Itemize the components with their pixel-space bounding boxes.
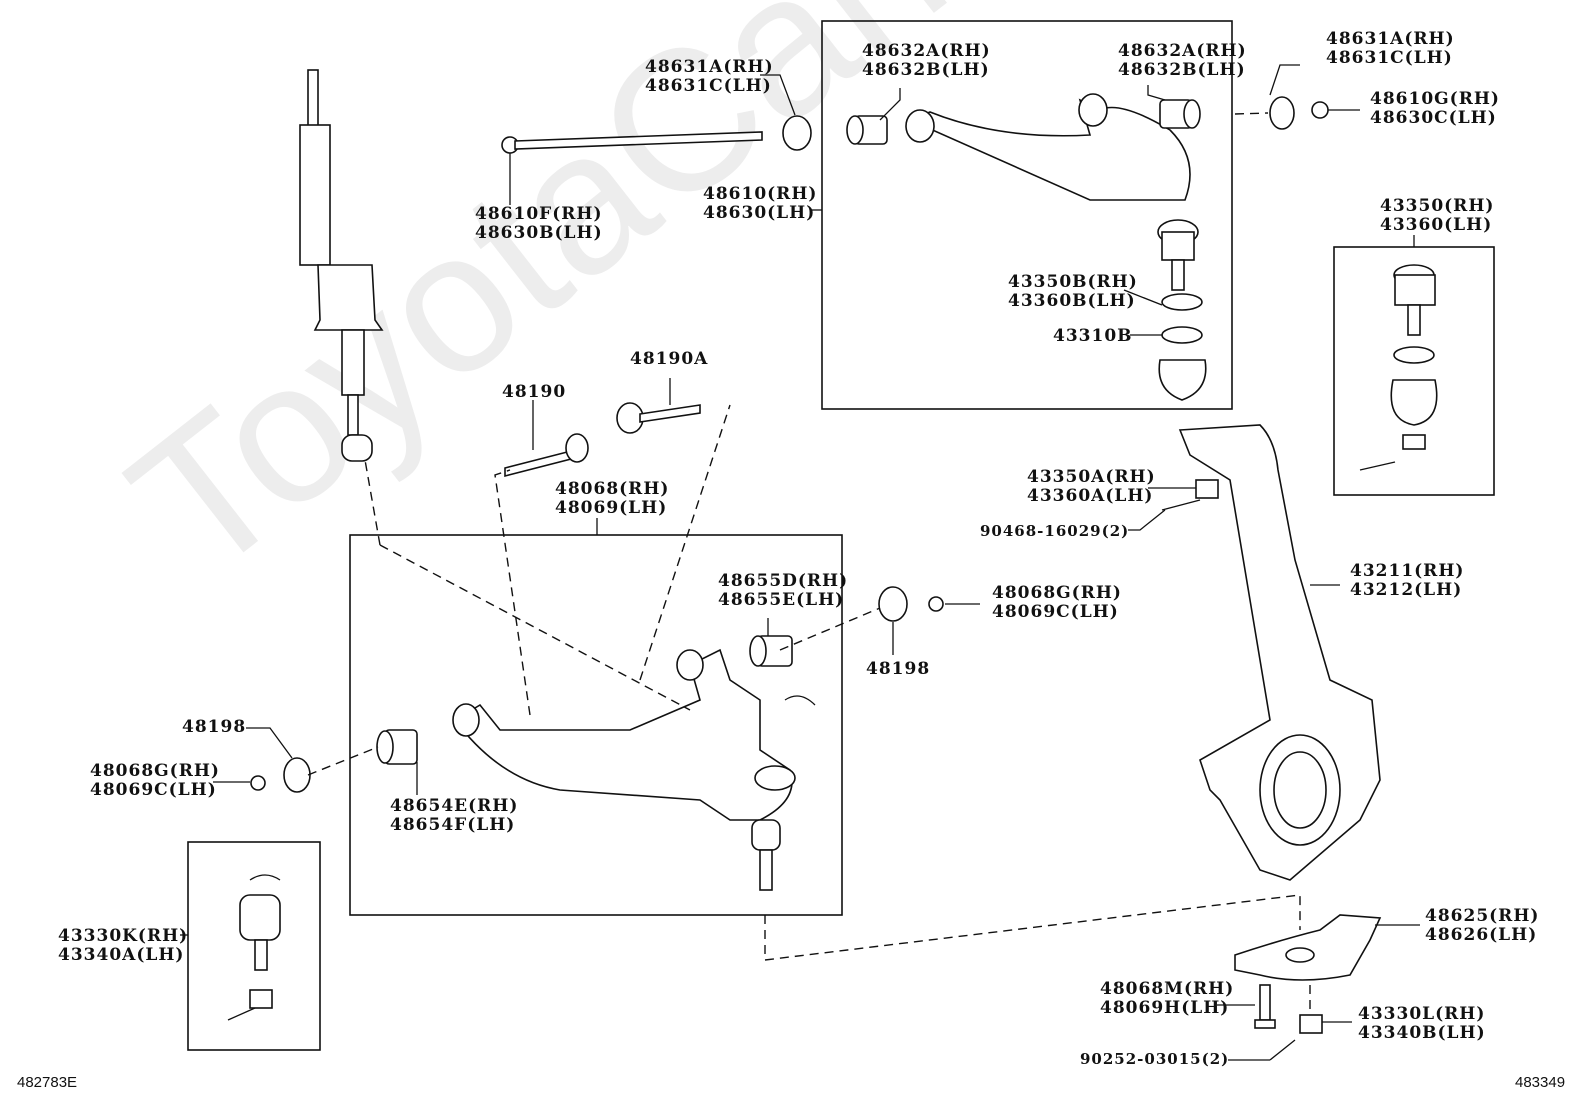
cam-plate-left	[283, 757, 311, 793]
cam-bolt	[504, 433, 589, 478]
label-48190[interactable]: 48190	[502, 382, 567, 402]
cotter-pin-upper	[1161, 499, 1201, 511]
label-48068M[interactable]: 48068M(RH)48069H(LH)	[1100, 979, 1235, 1018]
shock-absorber	[299, 69, 384, 462]
label-48068G-left[interactable]: 48068G(RH)48069C(LH)	[90, 761, 220, 800]
label-48654E[interactable]: 48654E(RH)48654F(LH)	[390, 796, 519, 835]
upper-ball-joint-kit	[1359, 264, 1438, 471]
upper-nut	[1311, 101, 1329, 119]
label-48625[interactable]: 48625(RH)48626(LH)	[1425, 906, 1540, 945]
upper-ball-joint-nut	[1195, 479, 1219, 499]
label-48610[interactable]: 48610(RH)48630(LH)	[703, 184, 818, 223]
lower-bushing-rear	[749, 635, 793, 667]
lower-bushing-front	[376, 729, 418, 765]
label-48610G[interactable]: 48610G(RH)48630C(LH)	[1370, 89, 1500, 128]
label-48198-right[interactable]: 48198	[866, 659, 931, 679]
label-48068G-right[interactable]: 48068G(RH)48069C(LH)	[992, 583, 1122, 622]
lower-snap-ring	[784, 695, 816, 706]
label-48198-left[interactable]: 48198	[182, 717, 247, 737]
lower-ball-joint-kit	[227, 874, 281, 1021]
label-43310B[interactable]: 43310B	[1053, 326, 1133, 346]
label-43350B[interactable]: 43350B(RH)43360B(LH)	[1008, 272, 1138, 311]
lower-ball-joint-kit-box	[187, 841, 321, 1051]
lower-nut-left	[250, 775, 266, 791]
upper-control-arm	[905, 93, 1191, 201]
knuckle-arm-bolt	[1254, 984, 1276, 1029]
upper-arm-box	[821, 20, 1233, 410]
lower-arm-box	[349, 534, 843, 916]
label-43330K[interactable]: 43330K(RH)43340A(LH)	[58, 926, 189, 965]
upper-arm-bolt	[501, 131, 763, 154]
figure-id-left: 482783E	[17, 1074, 78, 1091]
upper-washer-right	[1269, 96, 1295, 130]
label-48632A-left[interactable]: 48632A(RH)48632B(LH)	[862, 41, 991, 80]
label-48068[interactable]: 48068(RH)48069(LH)	[555, 479, 670, 518]
cam-bolt-a	[616, 402, 701, 434]
label-48190A[interactable]: 48190A	[630, 349, 709, 369]
upper-bushing-right	[1159, 99, 1201, 129]
label-43330L[interactable]: 43330L(RH)43340B(LH)	[1358, 1004, 1486, 1043]
label-43350A[interactable]: 43350A(RH)43360A(LH)	[1027, 467, 1156, 506]
label-48632A-right[interactable]: 48632A(RH)48632B(LH)	[1118, 41, 1247, 80]
cam-plate-right	[878, 586, 908, 622]
label-90252-03015[interactable]: 90252-03015(2)	[1080, 1050, 1230, 1068]
label-90468-16029[interactable]: 90468-16029(2)	[980, 522, 1130, 540]
cotter-pin-lower	[1269, 1039, 1296, 1061]
steering-knuckle-arm	[1234, 914, 1382, 981]
lower-ball-joint	[751, 819, 781, 891]
label-48631A[interactable]: 48631A(RH)48631C(LH)	[645, 57, 774, 96]
label-48631A-right[interactable]: 48631A(RH)48631C(LH)	[1326, 29, 1455, 68]
upper-ball-joint	[1157, 219, 1207, 401]
label-43350[interactable]: 43350(RH)43360(LH)	[1380, 196, 1495, 235]
upper-bolt-washer	[782, 115, 812, 151]
lower-control-arm	[452, 648, 796, 821]
steering-knuckle	[1178, 424, 1381, 881]
upper-bushing-left	[846, 115, 888, 145]
label-43211[interactable]: 43211(RH)43212(LH)	[1350, 561, 1465, 600]
label-48610F[interactable]: 48610F(RH)48630B(LH)	[475, 204, 603, 243]
label-48655D[interactable]: 48655D(RH)48655E(LH)	[718, 571, 849, 610]
lower-nut-right	[928, 596, 944, 612]
figure-id-right: 483349	[1515, 1074, 1566, 1091]
lower-ball-joint-nut	[1299, 1014, 1323, 1034]
